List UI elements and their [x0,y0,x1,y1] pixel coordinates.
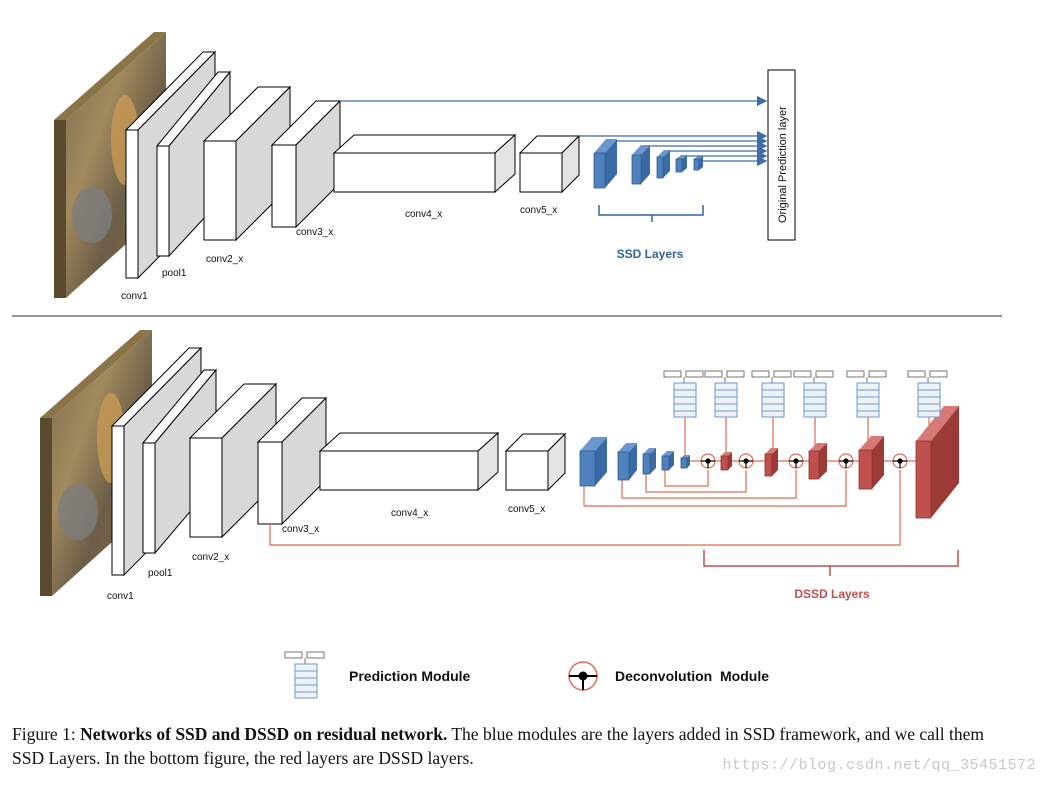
dssd-layer-4 [858,436,884,490]
ssd-network: Original Prediction layer SSD Layers con… [54,32,796,302]
ssd-layers-label: SSD Layers [617,247,684,261]
ssd-layer-1 [593,139,617,189]
ssd-layer-5 [693,156,703,171]
conv3-block-bottom [256,396,328,526]
ssd-arrows [340,95,768,167]
ssd-layer-b2 [617,443,637,481]
input-image-bottom [40,330,152,596]
original-prediction-layer: Original Prediction layer [767,69,796,241]
skip-connections [269,468,901,546]
ssd-layers-bottom [579,437,690,487]
label-conv1-top: conv1 [121,291,148,302]
prediction-module-4 [793,370,834,418]
label-conv3-top: conv3_x [296,227,333,238]
prediction-connectors [684,417,930,455]
label-pool1-top: pool1 [162,268,187,279]
label-conv4-bottom: conv4_x [391,508,428,519]
legend-deconvolution-module-label: Deconvolution Module [615,668,769,684]
prediction-module-1 [663,370,704,418]
ssd-layer-4 [675,155,687,173]
label-conv1-bottom: conv1 [107,591,134,602]
ssd-layer-3 [656,150,670,179]
dssd-layer-1 [720,452,732,471]
ssd-layer-2 [631,145,650,185]
prediction-module-5 [846,370,887,418]
legend: Prediction Module Deconvolution Module [284,651,769,699]
ssd-layer-b3 [642,448,656,475]
ssd-layer-b1 [579,437,607,487]
input-image-top [54,32,166,298]
dssd-bracket [703,550,959,576]
caption-prefix: Figure 1: [12,724,81,744]
legend-prediction-module-label: Prediction Module [349,668,471,684]
label-conv4-top: conv4_x [405,209,442,220]
deconv-module-3 [788,453,804,469]
pool1-block-top [155,70,232,258]
label-conv2-bottom: conv2_x [192,552,229,563]
ssd-layers-top [593,139,703,189]
label-conv5-top: conv5_x [520,205,557,216]
legend-deconvolution-module-icon [568,661,598,691]
prediction-modules [663,370,948,418]
label-pool1-bottom: pool1 [148,568,173,579]
deconv-modules [700,453,908,469]
dssd-layer-2 [764,448,778,477]
ssd-layer-b5 [680,455,690,469]
deconv-module-1 [700,453,716,469]
deconv-module-2 [738,453,754,469]
dssd-layer-3 [808,443,827,480]
conv5-block-bottom [504,432,567,492]
deconv-module-5 [892,453,908,469]
ssd-layer-b4 [661,451,674,471]
label-conv5-bottom: conv5_x [508,504,545,515]
prediction-module-6 [907,370,948,418]
dssd-network: DSSD Layers conv1 pool1 conv2_x conv3_x … [40,330,959,602]
caption-body: The blue modules are the layers added in… [12,724,984,768]
dssd-layers [720,406,959,519]
dssd-layers-label: DSSD Layers [794,587,870,601]
legend-prediction-module-icon [284,651,325,699]
conv2-block-bottom [188,382,278,539]
conv5-block-top [518,134,581,194]
dssd-layer-5 [915,406,959,519]
conv3-block-top [270,99,342,229]
label-conv3-bottom: conv3_x [282,524,319,535]
conv4-block-bottom [318,431,500,492]
conv4-block-top [332,133,517,194]
prediction-module-2 [704,370,745,418]
deconv-module-4 [838,453,854,469]
caption-title: Networks of SSD and DSSD on residual net… [80,724,448,744]
watermark-url: https://blog.csdn.net/qq_35451572 [722,757,1036,774]
label-conv2-top: conv2_x [206,254,243,265]
prediction-module-3 [751,370,792,418]
ssd-bracket [598,205,704,222]
conv2-block-top [202,85,292,242]
prediction-layer-label: Original Prediction layer [777,106,789,223]
figure-caption: Figure 1: Networks of SSD and DSSD on re… [12,722,1012,770]
